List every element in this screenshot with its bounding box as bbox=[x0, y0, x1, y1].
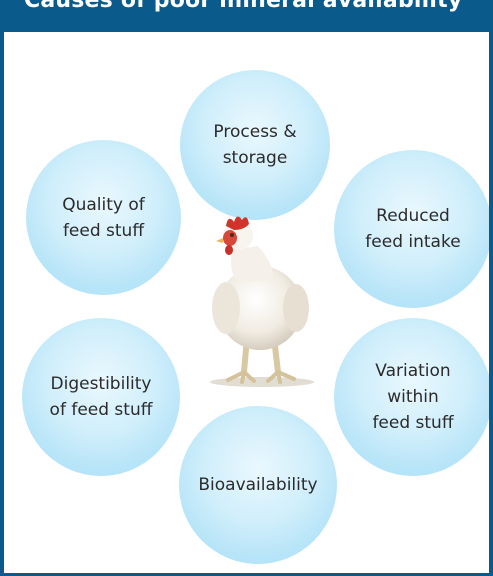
node-reduced-feed-intake: Reduced feed intake bbox=[334, 150, 489, 308]
node-bioavailability: Bioavailability bbox=[179, 406, 337, 564]
node-quality-of-feed-stuff: Quality of feed stuff bbox=[26, 140, 181, 295]
node-label: Bioavailability bbox=[198, 475, 318, 495]
node-digestibility-of-feed-stuff: Digestibility of feed stuff bbox=[22, 318, 180, 476]
chicken-icon bbox=[210, 216, 314, 387]
node-label: Reduced feed intake bbox=[365, 206, 461, 252]
header-title: Causes of poor mineral availability bbox=[24, 0, 463, 13]
header-band: Causes of poor mineral availability bbox=[4, 0, 489, 32]
node-variation-within-feed-stuff: Variation within feed stuff bbox=[334, 318, 489, 476]
node-process-storage: Process & storage bbox=[180, 70, 330, 220]
node-label: Process & storage bbox=[213, 122, 297, 168]
node-label: Variation within feed stuff bbox=[372, 361, 454, 433]
node-label: Digestibility of feed stuff bbox=[49, 374, 153, 420]
node-label: Quality of feed stuff bbox=[62, 194, 145, 241]
